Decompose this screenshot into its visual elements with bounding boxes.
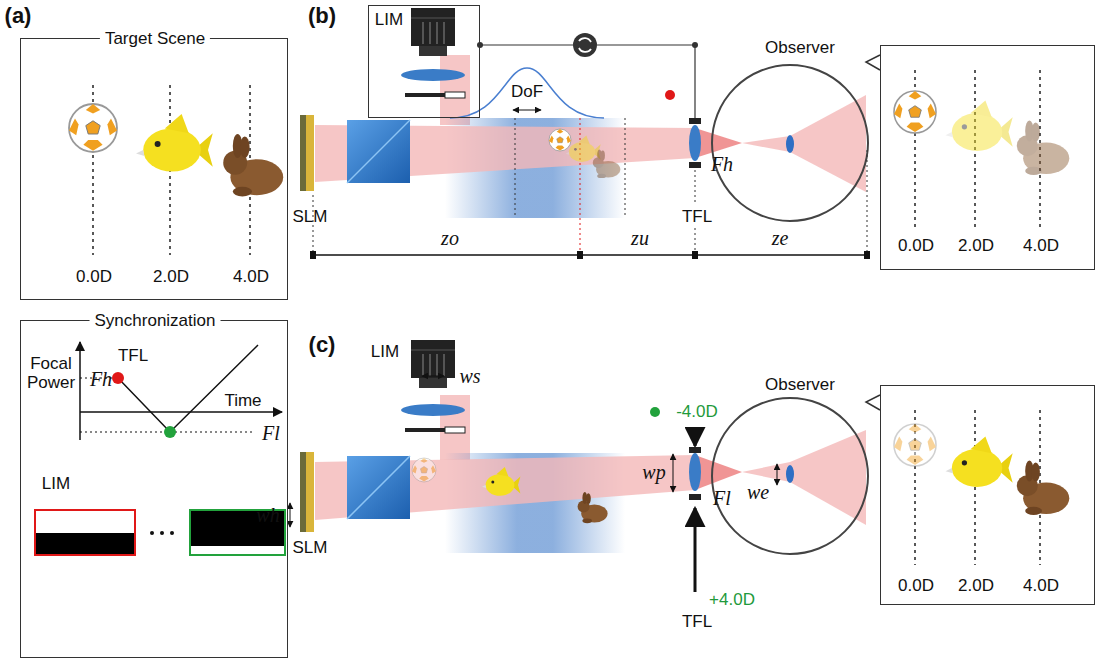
node-label: TFL xyxy=(118,347,148,366)
node-label: 4.0D xyxy=(1023,577,1059,596)
node-label: 2.0D xyxy=(958,237,994,256)
node-label: 2.0D xyxy=(958,577,994,596)
distance-label: zu xyxy=(631,227,649,249)
panel-title: Target Scene xyxy=(100,30,210,49)
dof-label: DoF xyxy=(511,83,543,102)
node-label: 4.0D xyxy=(233,268,269,287)
panel-letter: (b) xyxy=(308,4,336,28)
distance-label: zo xyxy=(441,227,459,249)
node-label: 0.0D xyxy=(76,268,112,287)
panel-letter: (c) xyxy=(309,333,336,357)
node-label: LIM xyxy=(375,11,403,30)
power-label: -4.0D xyxy=(676,403,718,422)
scene-panel: Target Scene0.0D2.0D4.0D xyxy=(20,38,288,300)
observer-view: 0.0D 2.0D 4.0D xyxy=(880,45,1095,270)
focal-label: Fh xyxy=(711,153,733,175)
width-label: ws xyxy=(459,365,480,387)
power-label: +4.0D xyxy=(709,591,755,610)
observer-view: 0.0D 2.0D 4.0D xyxy=(880,385,1095,605)
node-label: Time xyxy=(224,392,261,411)
node-label: 0.0D xyxy=(898,577,934,596)
node-label: Fh xyxy=(90,368,112,390)
panel-title: Synchronization xyxy=(90,312,221,331)
node-label: 2.0D xyxy=(153,268,189,287)
observer-label: Observer xyxy=(765,376,835,395)
width-label: wp xyxy=(642,461,665,483)
lim-box: LIM xyxy=(368,5,480,118)
sync-panel: SynchronizationFocal PowerTFLFhTimeFlLIM xyxy=(20,320,288,658)
focal-label: Fl xyxy=(713,487,731,509)
distance-label: ze xyxy=(772,227,789,249)
node-label: 0.0D xyxy=(898,237,934,256)
node-label: LIM xyxy=(42,475,70,494)
component-label: TFL xyxy=(682,613,712,632)
node-label: Focal Power xyxy=(25,355,77,392)
node-label: 4.0D xyxy=(1023,237,1059,256)
component-label: SLM xyxy=(293,208,328,227)
component-label: TFL xyxy=(682,208,712,227)
node-label: Fl xyxy=(262,422,280,444)
panel-letter: (a) xyxy=(5,4,32,28)
width-label: wh xyxy=(256,504,279,526)
component-label: SLM xyxy=(293,539,328,558)
width-label: we xyxy=(747,481,769,503)
observer-label: Observer xyxy=(765,39,835,58)
component-label: LIM xyxy=(371,343,399,362)
